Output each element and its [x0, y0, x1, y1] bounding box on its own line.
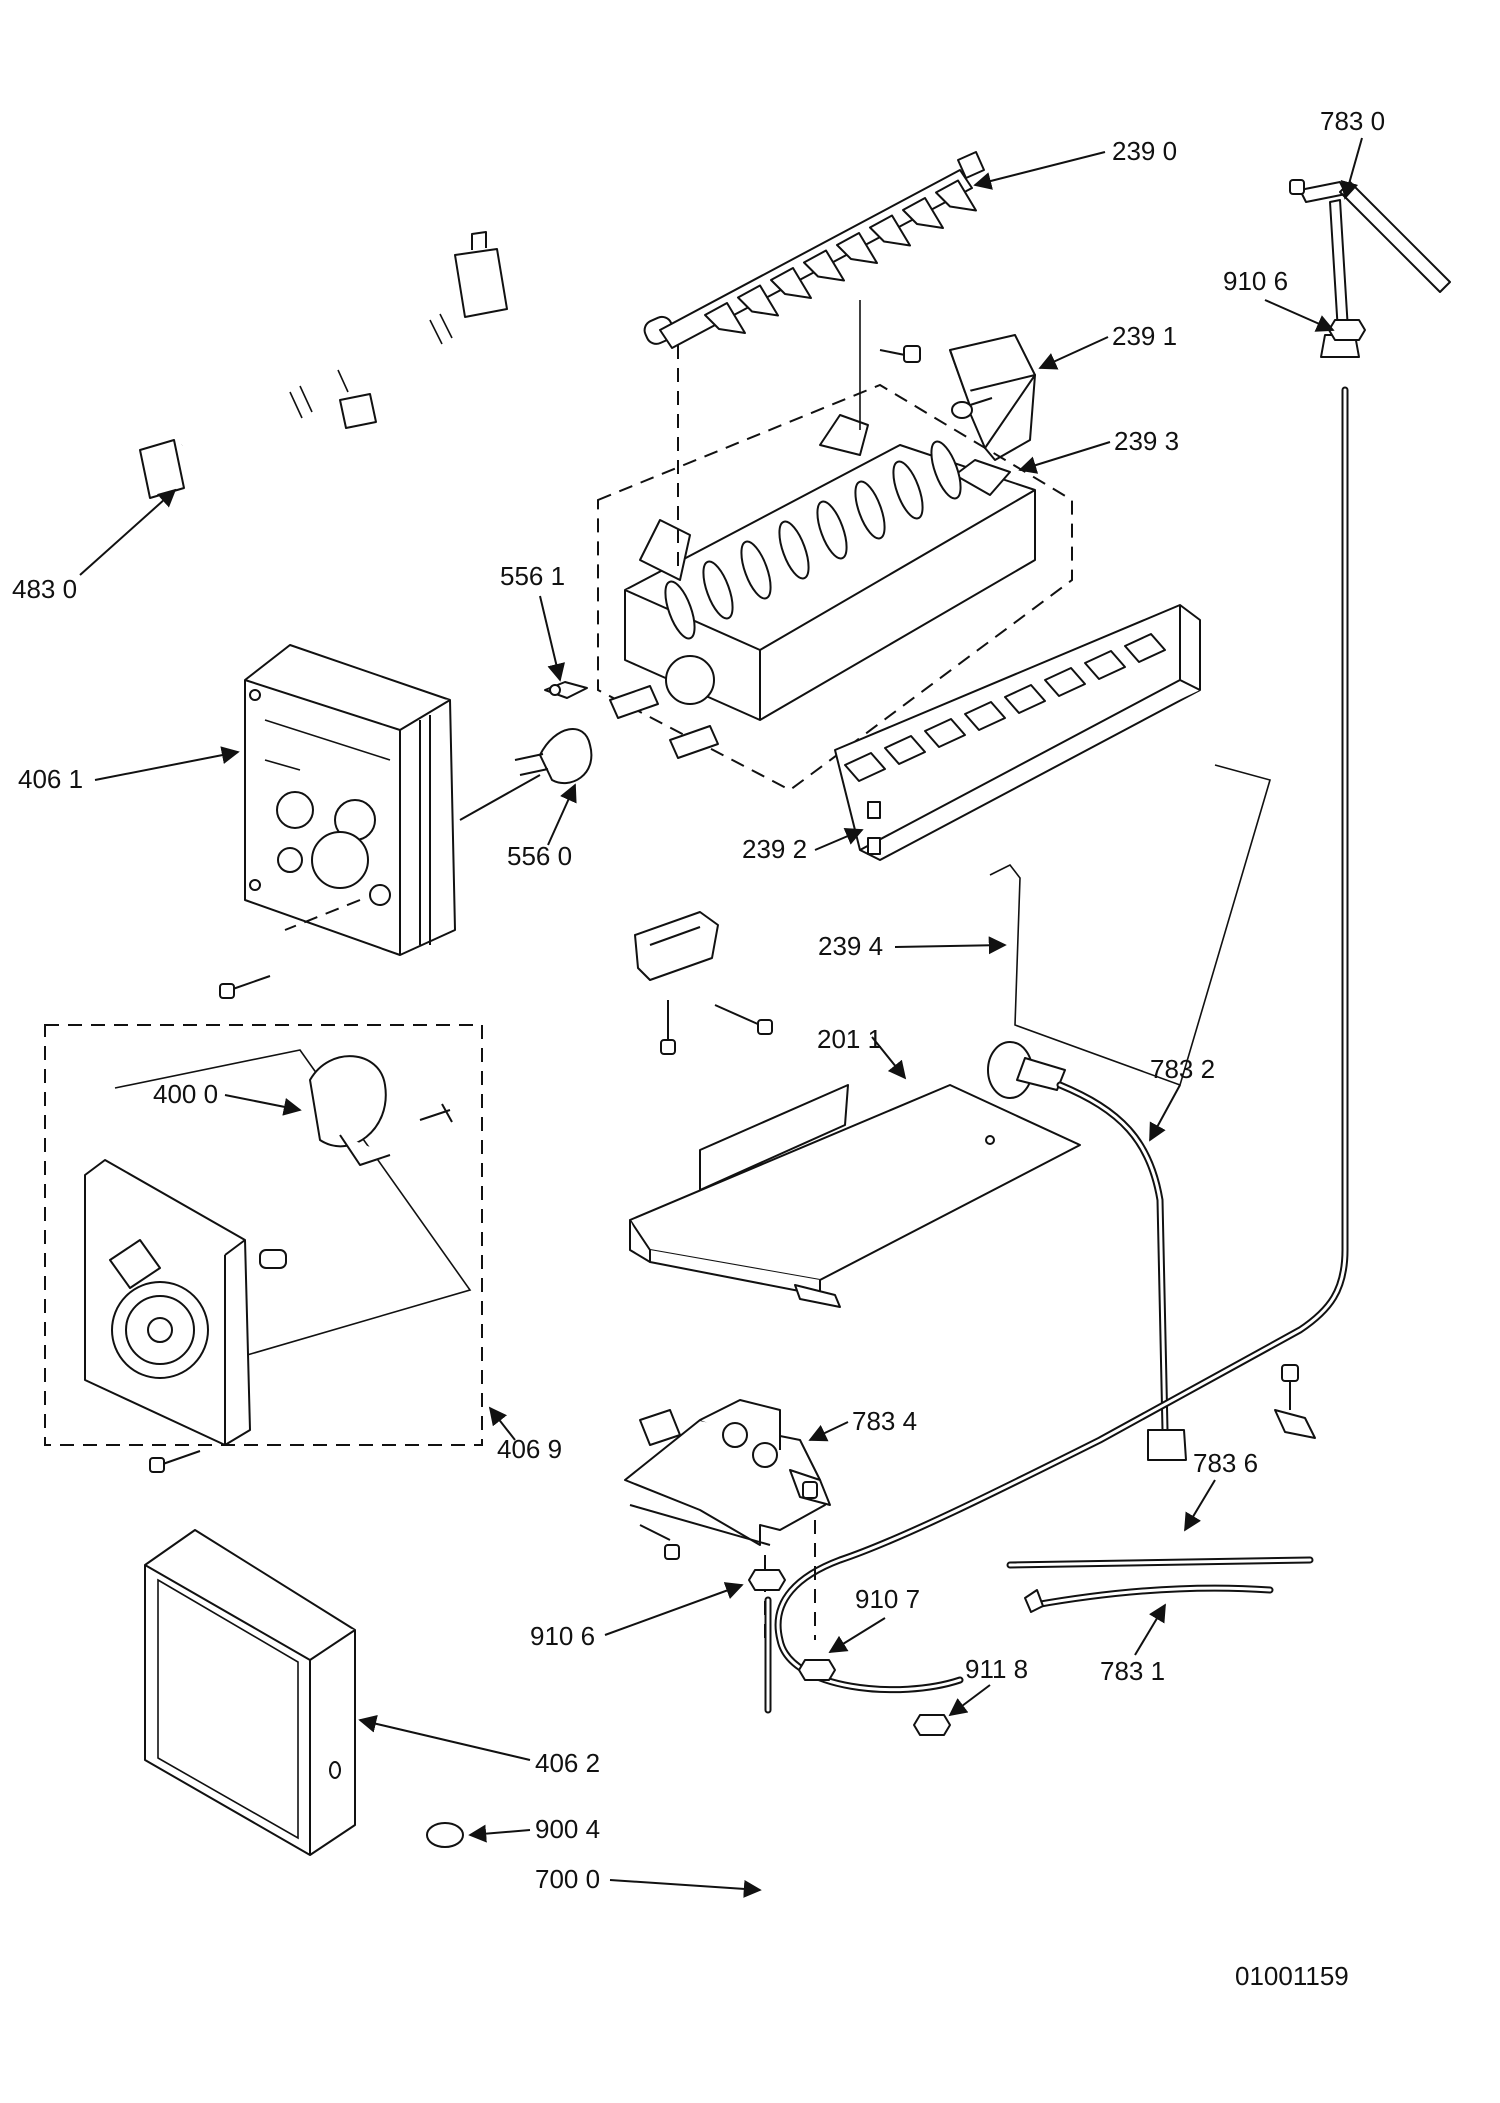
alignment-dashed-line	[284, 899, 361, 931]
wire-harness-part	[139, 231, 508, 499]
tube-clip-part	[1274, 1364, 1316, 1439]
mold-cavity	[816, 500, 848, 560]
stripper-tooth	[1124, 633, 1166, 663]
plug-button-part	[426, 1822, 464, 1848]
fill-cup-part	[949, 334, 1036, 461]
callout-911-8: 911 8	[965, 1654, 1028, 1684]
shutoff-wire-part	[989, 764, 1271, 1087]
callout-910-7: 910 7	[855, 1584, 920, 1614]
motor-assembly-part	[84, 1049, 472, 1446]
mold-cavity	[892, 460, 924, 520]
stripper-tooth	[1044, 667, 1086, 697]
ejector-blade	[836, 232, 878, 264]
nut-part	[748, 319, 1366, 1736]
callout-406-9: 406 9	[497, 1434, 562, 1464]
callout-783-4: 783 4	[852, 1406, 917, 1436]
stripper-tooth	[964, 701, 1006, 731]
callout-leader	[1340, 137, 1363, 200]
callout-leader	[468, 1824, 531, 1843]
callout-leader	[1264, 299, 1335, 332]
callout-leader	[609, 1879, 762, 1898]
callout-700-0: 700 0	[535, 1864, 600, 1894]
ejector-blade	[737, 284, 779, 317]
callout-leader	[224, 1094, 302, 1116]
callout-leader	[973, 151, 1106, 190]
callout-leader	[1149, 1084, 1181, 1142]
callout-239-4: 239 4	[818, 931, 883, 961]
ejector-blade	[869, 214, 911, 247]
callout-leader	[808, 1421, 849, 1442]
ejector-blade	[770, 267, 812, 299]
stripper-tooth	[1004, 684, 1046, 714]
stripper-tooth	[844, 752, 886, 782]
callout-900-4: 900 4	[535, 1814, 600, 1844]
callout-239-2: 239 2	[742, 834, 807, 864]
mold-cavity	[702, 560, 734, 620]
ice-stripper-part	[834, 604, 1201, 861]
screw-part	[219, 975, 271, 999]
screw-part	[879, 345, 921, 363]
callout-783-2: 783 2	[1150, 1054, 1215, 1084]
mold-cavity	[930, 440, 962, 500]
shutoff-arm-parts	[459, 681, 593, 821]
braided-hose-part	[987, 1041, 1187, 1461]
callout-leader	[814, 828, 864, 851]
ice-mold-part	[597, 300, 1073, 792]
callout-leader	[948, 1684, 991, 1717]
diagram-id: 01001159	[1235, 1961, 1349, 1991]
callout-400-0: 400 0	[153, 1079, 218, 1109]
callout-783-1: 783 1	[1100, 1656, 1165, 1686]
callout-leader	[94, 746, 240, 781]
callout-239-0: 239 0	[1112, 136, 1177, 166]
callout-239-3: 239 3	[1114, 426, 1179, 456]
control-housing-part	[244, 644, 456, 956]
ejector-rail-part	[643, 151, 985, 349]
callout-783-0: 783 0	[1320, 106, 1385, 136]
callout-leader	[1038, 336, 1109, 370]
callout-leader	[828, 1617, 886, 1653]
callout-406-1: 406 1	[18, 764, 83, 794]
callout-leader	[79, 488, 177, 576]
ejector-blade	[902, 197, 944, 229]
ejector-blade	[704, 302, 746, 334]
callout-leader	[1018, 441, 1111, 474]
mounting-plate-part	[629, 1084, 1081, 1308]
callout-406-2: 406 2	[535, 1748, 600, 1778]
callout-leader	[358, 1714, 531, 1761]
callout-leader	[1134, 1603, 1166, 1656]
callout-leader	[894, 936, 1007, 955]
callout-leader	[1184, 1479, 1216, 1532]
callout-leader	[604, 1582, 744, 1636]
ejector-blade	[803, 249, 845, 282]
stripper-tooth	[924, 718, 966, 748]
tube-segments-part	[1006, 1556, 1314, 1613]
mold-cavity	[854, 480, 886, 540]
stripper-tooth	[1084, 650, 1126, 680]
callout-leader	[547, 783, 577, 846]
mold-cavity	[664, 580, 696, 640]
mold-cavity	[740, 540, 772, 600]
callout-556-1: 556 1	[500, 561, 565, 591]
callout-910-6-top: 910 6	[1223, 266, 1288, 296]
motor-assembly-boundary	[44, 1024, 483, 1446]
bracket-part	[634, 911, 773, 1055]
cover-part	[144, 1529, 356, 1856]
ejector-blade	[935, 179, 977, 212]
callout-leader	[488, 1406, 516, 1441]
screw-part	[149, 1450, 201, 1473]
callout-783-6: 783 6	[1193, 1448, 1258, 1478]
callout-leader	[539, 595, 566, 682]
callout-910-6-bottom: 910 6	[530, 1621, 595, 1651]
water-valve-part	[624, 1399, 831, 1560]
callout-leader	[871, 1036, 907, 1080]
callout-201-1: 201 1	[817, 1024, 882, 1054]
callout-239-1: 239 1	[1112, 321, 1177, 351]
callout-leader-lines	[79, 137, 1363, 1898]
stripper-tooth	[884, 735, 926, 765]
callout-483-0: 483 0	[12, 574, 77, 604]
callout-556-0: 556 0	[507, 841, 572, 871]
mold-cavity	[778, 520, 810, 580]
